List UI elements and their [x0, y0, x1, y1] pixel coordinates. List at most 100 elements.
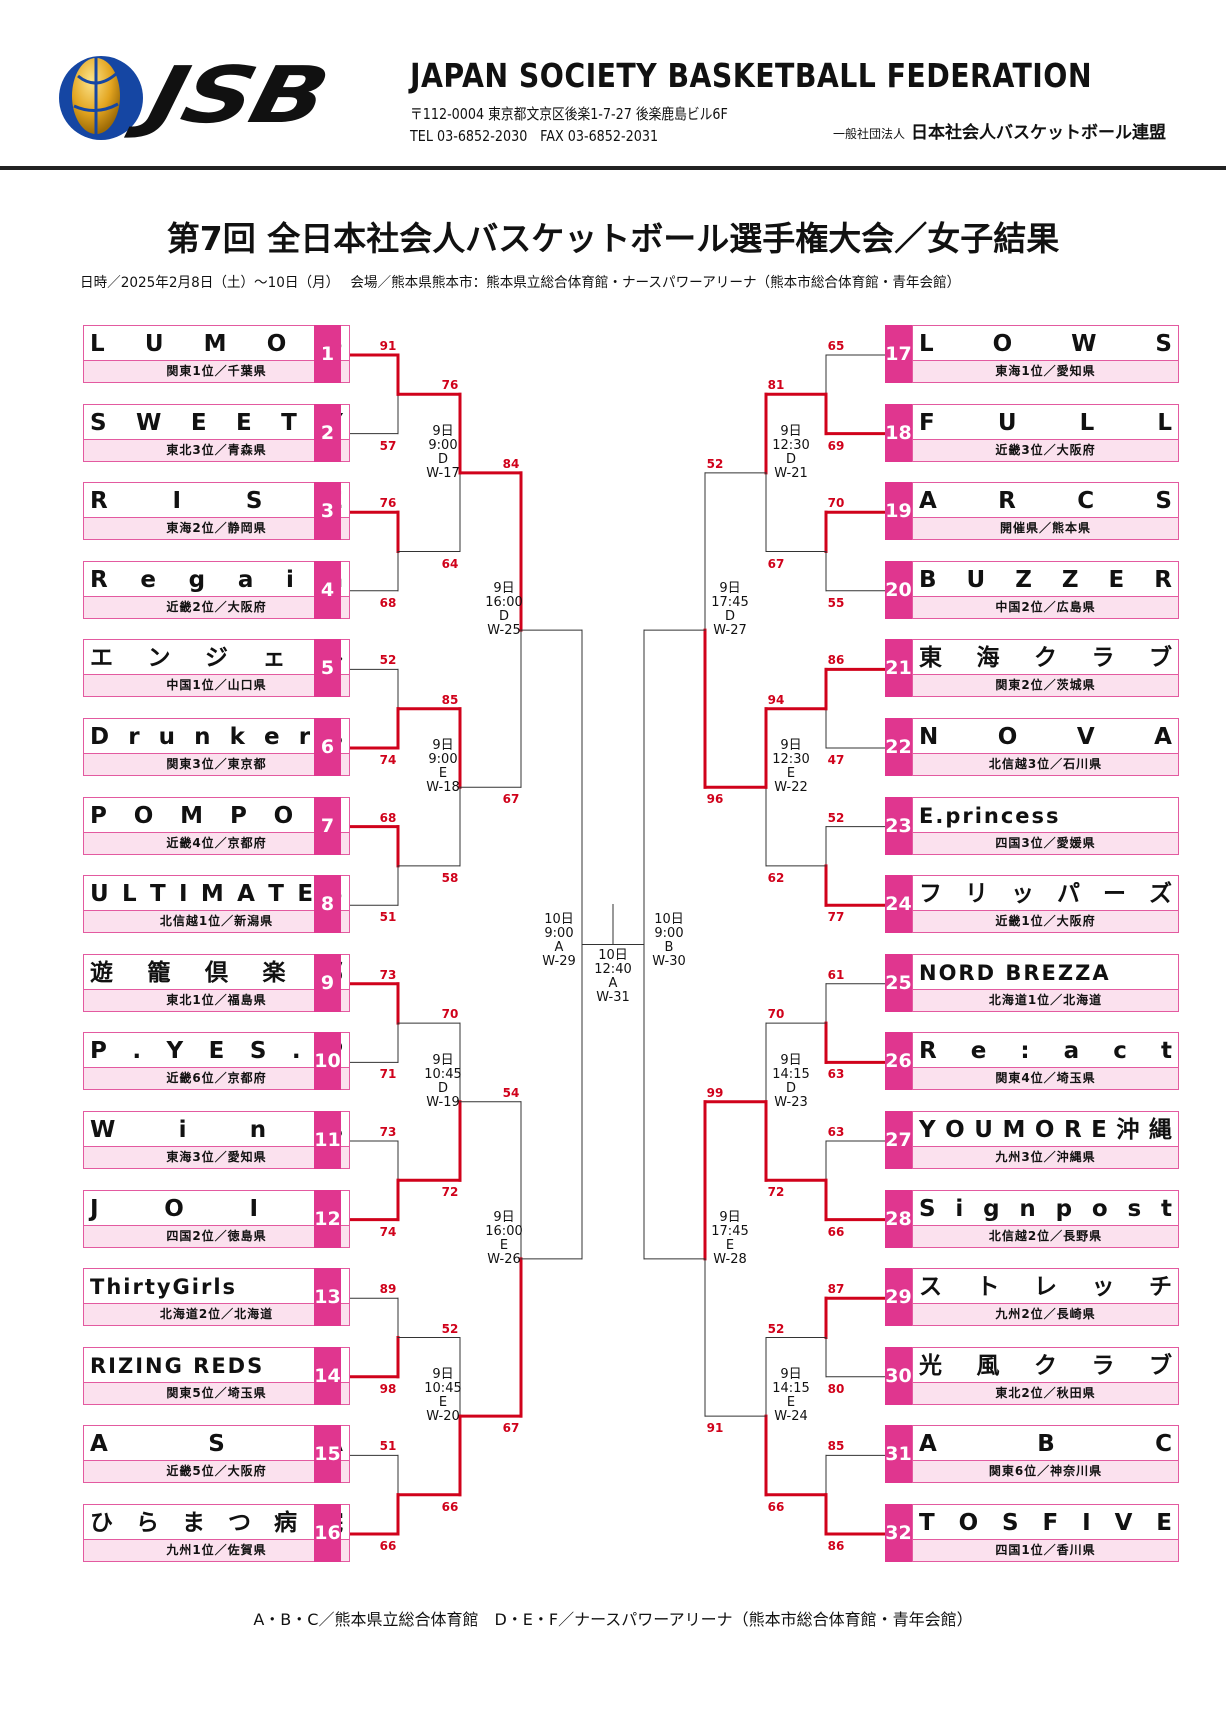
match-info-line: 16:00: [485, 595, 523, 611]
match-info-line: E: [499, 1237, 509, 1253]
score-label: 84: [502, 456, 520, 471]
team-region: 近畿5位／大阪府: [84, 1460, 349, 1483]
score-label: 94: [767, 692, 785, 707]
score-label: 52: [827, 810, 845, 825]
team-name: E.princess: [919, 803, 1061, 828]
team-name: Wins: [90, 1117, 343, 1143]
team-region: 関東1位／千葉県: [84, 360, 349, 382]
score-label: 98: [379, 1381, 397, 1396]
seed-number: 1: [314, 325, 341, 383]
match-info-line: D: [724, 609, 735, 625]
match-info-line: 9日: [719, 1209, 741, 1225]
seed-number: 26: [885, 1032, 912, 1091]
seed-number: 19: [885, 482, 912, 541]
match-info-line: E: [438, 766, 448, 782]
match-info-line: A: [608, 975, 618, 991]
match-info-line: 9日: [432, 1052, 454, 1068]
team-card: POMPOM近畿4位／京都府: [83, 796, 350, 855]
match-info-line: W-22: [774, 780, 808, 796]
team-region: 北信越3位／石川県: [913, 753, 1178, 775]
seed-number: 15: [314, 1425, 341, 1484]
team-card: ULTIMATES北信越1位／新潟県: [83, 875, 350, 934]
seed-number: 30: [885, 1346, 912, 1405]
seed-number: 9: [314, 953, 341, 1012]
score-label: 62: [767, 870, 785, 885]
team-region: 九州1位／佐賀県: [84, 1539, 349, 1561]
match-info-line: W-19: [426, 1094, 460, 1110]
seed-number: 3: [314, 482, 341, 541]
score-label: 87: [827, 1282, 845, 1297]
score-label: 51: [379, 910, 397, 925]
score-label: 63: [827, 1125, 845, 1139]
seed-number: 17: [885, 325, 912, 383]
header-divider: [0, 166, 1226, 170]
team-name: 遊籠倶楽部: [90, 959, 343, 986]
team-name: RISE: [90, 488, 343, 515]
score-label: 66: [767, 1499, 785, 1514]
team-region: 関東3位／東京都: [84, 753, 349, 775]
match-info-line: 9:00: [428, 752, 458, 768]
org-name-japanese: 一般社団法人日本社会人バスケットボール連盟: [832, 123, 1166, 143]
match-info-line: 9日: [780, 423, 802, 439]
match-info-line: W-24: [774, 1409, 808, 1425]
match-info-line: 10日: [544, 911, 574, 927]
team-card: 遊籠倶楽部東北1位／福島県: [83, 953, 350, 1012]
team-region: 中国1位／山口県: [84, 674, 349, 697]
score-label: 66: [441, 1499, 459, 1514]
team-region: 近畿6位／京都府: [84, 1067, 349, 1090]
team-card: フリッパーズ近畿1位／大阪府: [912, 875, 1179, 934]
match-info-line: 9日: [493, 1209, 515, 1225]
score-label: 86: [827, 1539, 845, 1553]
seed-number: 18: [885, 403, 912, 462]
match-info-line: A: [554, 939, 564, 955]
match-info-line: 9日: [780, 1367, 802, 1383]
score-label: 76: [379, 496, 397, 511]
seed-number: 12: [314, 1189, 341, 1248]
team-name: 光風クラブ: [919, 1352, 1172, 1379]
team-card: RISE東海2位／静岡県: [83, 482, 350, 541]
score-label: 64: [441, 556, 459, 571]
team-region: 東北3位／青森県: [84, 438, 349, 461]
score-label: 71: [379, 1067, 397, 1082]
score-label: 73: [379, 1125, 397, 1139]
score-label: 69: [827, 438, 845, 453]
team-region: 北海道2位／北海道: [84, 1303, 349, 1326]
team-region: 関東4位／埼玉県: [913, 1067, 1178, 1090]
team-name: ThirtyGirls: [90, 1275, 238, 1300]
match-info-line: 10:45: [424, 1066, 462, 1082]
score-label: 85: [441, 692, 459, 707]
score-label: 52: [767, 1321, 785, 1336]
score-label: 57: [379, 438, 397, 453]
team-card: LUMOS関東1位／千葉県: [83, 325, 350, 383]
team-name: ひらまつ病院: [90, 1510, 343, 1536]
match-info-line: 14:15: [772, 1381, 810, 1397]
match-info-line: 12:30: [772, 752, 810, 768]
team-region: 北海道1位／北海道: [913, 988, 1178, 1011]
team-region: 中国2位／広島県: [913, 595, 1178, 618]
match-info-line: W-27: [713, 623, 747, 639]
score-label: 66: [379, 1539, 397, 1553]
match-info-line: 9日: [780, 1052, 802, 1068]
score-label: 58: [441, 870, 459, 885]
match-info-line: W-20: [426, 1409, 460, 1425]
match-info-line: B: [664, 939, 674, 955]
match-info-line: W-25: [487, 623, 521, 639]
match-info-line: 12:30: [772, 437, 810, 453]
team-region: 東北1位／福島県: [84, 988, 349, 1011]
team-region: 近畿1位／大阪府: [913, 910, 1178, 933]
